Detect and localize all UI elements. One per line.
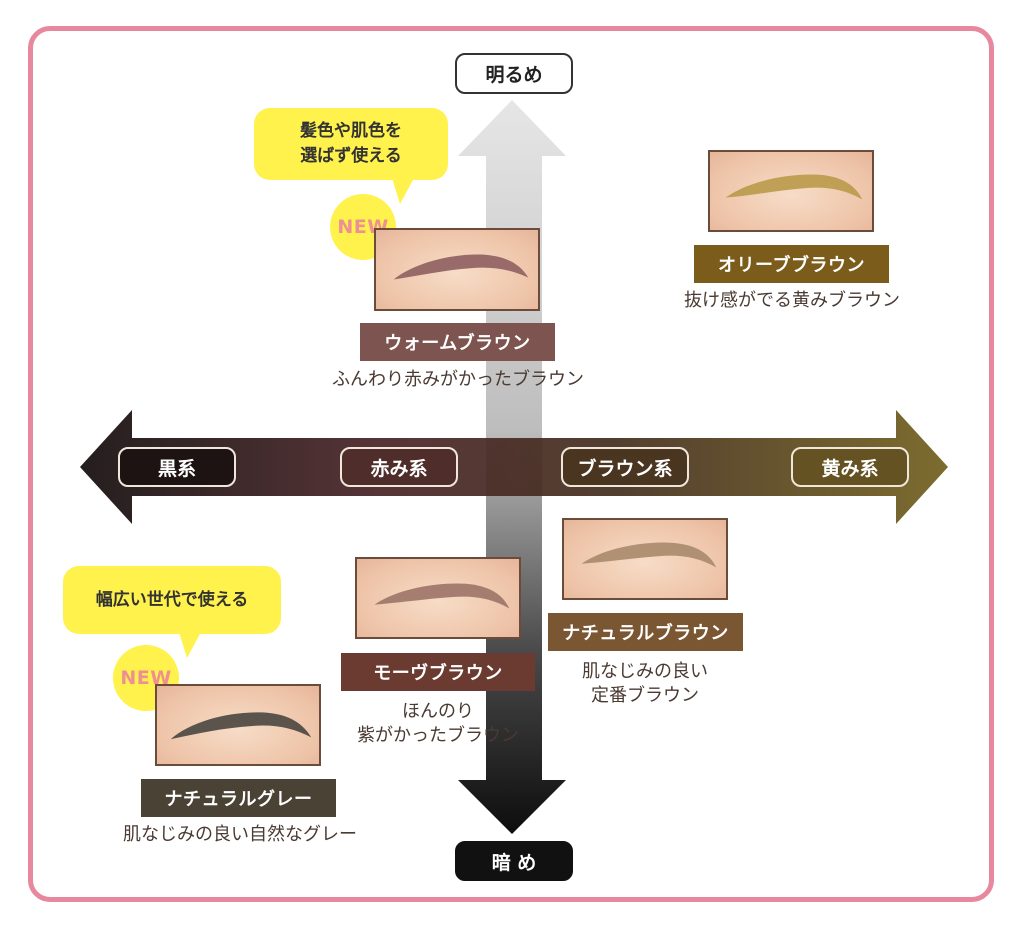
axis-label-black: 黒系 (118, 447, 236, 487)
brow-shape-natural-brown (581, 542, 717, 568)
callout-line: 髪色や肌色を (300, 121, 402, 141)
brow-shape-natural-gray (170, 712, 312, 740)
callout-tail (392, 178, 414, 204)
label-natural-gray: ナチュラルグレー (141, 779, 336, 817)
desc-line: 肌なじみの良い (582, 661, 708, 682)
callout-natural-gray: 幅広い世代で使える (63, 566, 281, 658)
callout-line: 選ばず使える (300, 146, 402, 166)
desc-line: 定番ブラウン (591, 685, 699, 706)
desc-warm-brown: ふんわり赤みがかったブラウン (332, 369, 584, 390)
label-olive-brown: オリーブブラウン (694, 245, 889, 283)
brow-shape-olive-brown (725, 174, 863, 200)
swatch-warm-brown (374, 228, 540, 311)
callout-warm-brown: 髪色や肌色を選ばず使える (254, 108, 448, 204)
horizontal-arrow (80, 410, 948, 524)
desc-line: ほんのり (402, 701, 474, 722)
desc-natural-brown: 肌なじみの良い 定番ブラウン (540, 660, 750, 708)
label-mauve-brown: モーヴブラウン (341, 653, 535, 691)
desc-mauve-brown: ほんのり 紫がかったブラウン (328, 700, 548, 748)
axis-label-bright: 明るめ (455, 53, 573, 94)
label-natural-brown: ナチュラルブラウン (548, 613, 743, 651)
swatch-olive-brown (708, 150, 874, 232)
callout-line: 幅広い世代で使える (95, 589, 249, 610)
axis-label-yellowish: 黄み系 (791, 447, 909, 487)
label-warm-brown: ウォームブラウン (360, 323, 555, 361)
desc-line: 紫がかったブラウン (357, 725, 519, 746)
desc-natural-gray: 肌なじみの良い自然なグレー (123, 824, 357, 845)
axis-label-reddish: 赤み系 (340, 447, 458, 487)
brow-shape-mauve-brown (374, 583, 510, 609)
swatch-mauve-brown (355, 557, 521, 639)
axis-label-dark: 暗 め (455, 841, 573, 881)
swatch-natural-brown (562, 518, 728, 600)
axis-label-brown: ブラウン系 (561, 447, 689, 487)
swatch-natural-gray (155, 684, 321, 766)
brow-shape-warm-brown (393, 254, 529, 280)
desc-olive-brown: 抜け感がでる黄みブラウン (684, 290, 900, 311)
callout-tail (179, 632, 201, 658)
